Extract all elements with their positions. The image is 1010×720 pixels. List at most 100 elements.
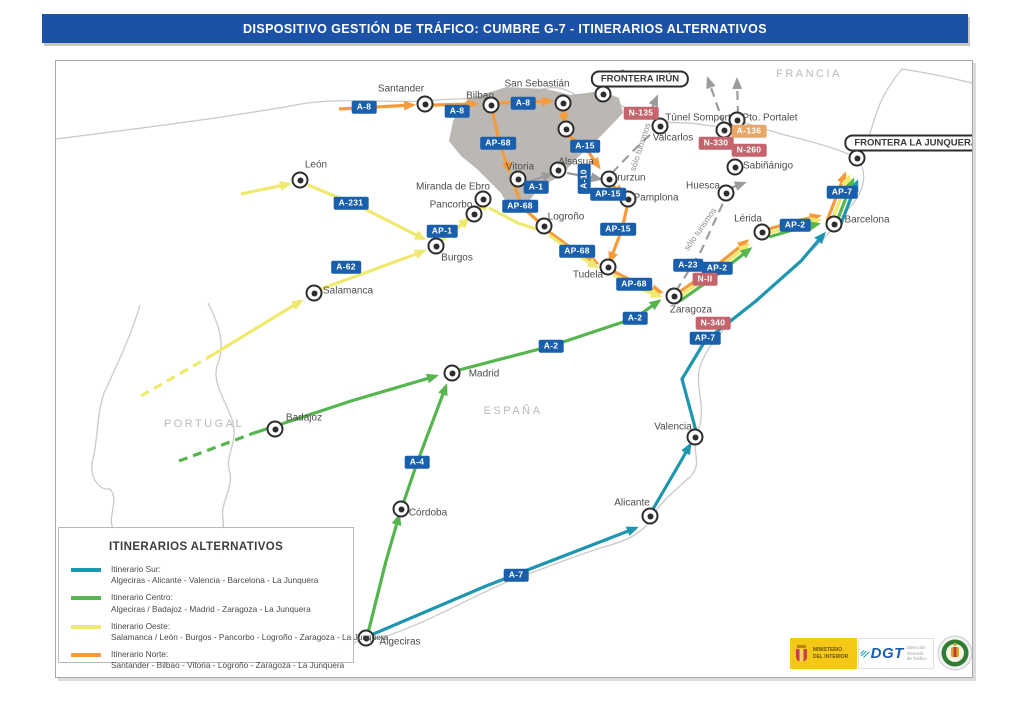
road-badge-n-330: N-330 [698,136,734,150]
dgt-logo: DGT Dirección General de Tráfico [858,638,934,669]
city-label-le-n: León [304,159,328,171]
route-yellow [240,180,292,196]
road-badge-n-260: N-260 [731,143,767,157]
road-badge-ap-68: AP-68 [502,199,538,213]
road-badge-ap-68: AP-68 [480,136,516,150]
city-label-valcarlos: Valcarlos [652,132,694,144]
route-gray [732,77,743,116]
city-label-huesca: Huesca [686,180,720,192]
route-yellow [488,206,543,233]
dgt-subtitle: Dirección General de Tráfico [906,645,927,662]
road-badge-ap-15: AP-15 [590,187,626,201]
city-label-vitoria: Vitoria [505,161,535,173]
road-badge-ap-68: AP-68 [559,244,595,258]
road-badge-n-340: N-340 [695,316,731,330]
legend-box: ITINERARIOS ALTERNATIVOS Itinerario Sur:… [58,527,388,670]
legend-swatch-yellow [71,624,101,629]
city-label-logro-o: Logroño [547,211,585,223]
page-title: DISPOSITIVO GESTIÓN DE TRÁFICO: CUMBRE G… [243,21,767,36]
route-yellow [213,299,304,356]
city-dot-alsasua [549,161,567,179]
city-label-zaragoza: Zaragoza [669,304,713,316]
road-badge-ap-2: AP-2 [779,218,811,232]
city-dot-san-sebasti-n [554,94,572,112]
road-badge-ap-7: AP-7 [689,331,721,345]
city-label-bilbao: Bilbao [466,90,494,102]
city-label-salamanca: Salamanca [322,285,374,297]
city-label-algeciras: Algeciras [379,636,421,648]
city-label-badajoz: Badajoz [285,412,323,424]
city-dot-salamanca [305,284,323,302]
city-label-valencia: Valencia [654,421,692,433]
route-teal [651,442,692,510]
note-solo-turismos: sólo turismos [681,205,719,253]
legend-swatch-green [71,596,101,601]
city-dot-burgos [427,237,445,255]
frontier-label-frontera-la-junquera: FRONTERA LA JUNQUERA [844,134,972,152]
city-dot-logro-o [535,217,553,235]
city-dot-madrid [443,364,461,382]
route-teal [680,231,826,432]
legend-title: ITINERARIOS ALTERNATIVOS [109,541,284,553]
city-dot-sabi-nigo [726,158,744,176]
city-label-pto-portalet: Pto. Portalet [742,112,798,124]
city-dot-tudela [599,258,617,276]
city-label-l-rida: Lérida [734,213,762,225]
route-yellow [320,249,427,291]
city-dot-barcelona [825,215,843,233]
legend-item-itinerario-sur-: Itinerario Sur:Algeciras - Alicante - Va… [71,564,347,586]
route-teal [370,526,639,637]
road-badge-a-7: A-7 [503,568,529,582]
road-badge-ap-15: AP-15 [600,222,636,236]
route-green [253,373,439,435]
route-green [178,431,255,463]
city-dot-c-rdoba [392,500,410,518]
legend-swatch-teal [71,568,101,572]
road-badge-ap-7: AP-7 [826,185,858,199]
city-dot-junction [848,149,866,167]
city-dot-alicante [641,507,659,525]
route-orange [432,99,479,110]
city-dot-huesca [717,184,735,202]
city-dot-irurzun [600,170,618,188]
city-label-t-nel-somport: Túnel Somport [665,112,731,124]
dgt-stripes-icon [859,649,870,658]
city-dot-bilbao [482,96,500,114]
route-gray [648,94,659,109]
city-label-burgos: Burgos [441,252,473,264]
region-label-españa: ESPAÑA [483,405,543,417]
city-label-tudela: Tudela [572,269,604,281]
road-badge-a-231: A-231 [333,196,369,210]
city-dot-santander [416,95,434,113]
city-label-irurzun: Irurzun [614,172,646,184]
city-label-alicante: Alicante [614,497,650,509]
road-badge-a-2: A-2 [622,311,648,325]
road-badge-ap-1: AP-1 [426,224,458,238]
city-dot-vitoria [509,170,527,188]
ministry-label: MINISTERIO DEL INTERIOR [813,646,849,660]
route-green [366,513,402,634]
road-badge-a-10: A-10 [577,164,591,194]
city-dot-valcarlos [651,117,669,135]
city-dot-junction [557,120,575,138]
route-gray [675,200,725,292]
city-dot-algeciras [357,629,375,647]
region-label-francia: FRANCIA [776,68,842,80]
ministry-interior-logo: MINISTERIO DEL INTERIOR [790,638,857,669]
city-dot-junction [594,85,612,103]
legend-swatch-orange [71,653,101,658]
legend-items: Itinerario Sur:Algeciras - Alicante - Va… [59,564,388,672]
map-canvas [56,68,972,660]
frontier-label-frontera-ir-n: FRONTERA IRÚN [590,70,690,88]
city-label-sabi-nigo: Sabiñánigo [742,160,794,172]
road-badge-a-1: A-1 [523,180,549,194]
road-badge-a-8: A-8 [510,96,536,110]
city-dot-badajoz [266,420,284,438]
city-label-santander: Santander [377,83,425,95]
road-badge-a-4: A-4 [404,455,430,469]
spain-coat-of-arms-icon [796,644,807,662]
title-bar: DISPOSITIVO GESTIÓN DE TRÁFICO: CUMBRE G… [42,14,968,43]
